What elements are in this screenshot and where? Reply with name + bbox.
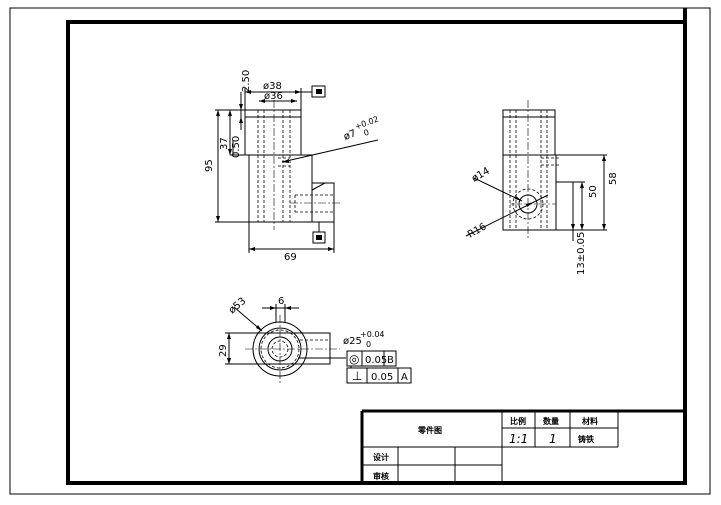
title-block-scale-label: 比例 [510,416,526,426]
side-view [465,100,607,241]
dim-d38: ø38 [263,81,282,92]
datum-tag-b: B [0,0,1,1]
dim-d7-tol-lower: 0 [362,128,370,138]
gdt-perpendicularity-tolerance: 0.05 [371,372,393,383]
gdt-perpendicularity-symbol: ⊥ [352,369,362,383]
sheet-outer-border [9,7,711,495]
dim-95: 95 [204,159,215,172]
dim-d36: ø36 [264,91,283,102]
dim-d25-tol-upper: +0.04 [360,330,385,339]
gdt-concentricity-tolerance: 0.05 [365,355,387,366]
dim-6: 6 [278,296,284,307]
dim-d53: ø53 [227,296,249,317]
title-block-material-label: 材料 [582,416,598,426]
front-view [215,85,379,253]
gdt-perpendicularity-datum: A [401,372,408,383]
dim-0-50: 0.50 [231,136,242,158]
title-block-qty-label: 数量 [543,416,559,426]
dim-d7: ø7 [342,128,357,143]
title-block-design-label: 设计 [373,452,389,462]
drawing-frame [66,20,687,485]
dim-2-50: 2.50 [241,70,252,92]
title-block-check-label: 审核 [373,471,389,481]
title-block-material-value: 铸铁 [578,434,594,444]
dim-d25-tol-lower: 0 [366,340,371,349]
dim-29: 29 [218,344,229,357]
dim-r16: R16 [466,221,489,240]
top-view [225,304,412,384]
gdt-concentricity-symbol: ◎ [349,352,359,366]
dim-13: 13±0.05 [576,232,587,275]
dim-37: 37 [219,137,230,150]
dim-58: 58 [608,172,619,185]
title-block-title: 零件图 [417,425,442,435]
title-block-qty-value: 1 [549,432,557,446]
dim-d25: ø25 [343,336,362,347]
gdt-concentricity-datum: B [387,355,394,366]
title-block [360,409,685,483]
dim-50: 50 [588,185,599,198]
dim-69: 69 [284,252,297,263]
title-block-scale-value: 1:1 [509,432,528,446]
